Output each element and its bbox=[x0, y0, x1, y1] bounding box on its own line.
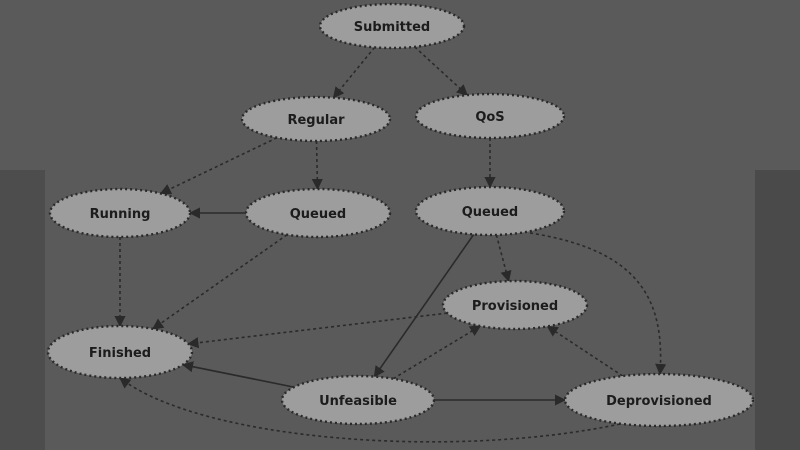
node-label: Queued bbox=[462, 205, 519, 220]
node-label: Regular bbox=[287, 113, 345, 128]
edge-regular-to-queued-left bbox=[311, 140, 323, 191]
edge-deprovisioned-to-provisioned bbox=[546, 325, 624, 377]
right-background bbox=[755, 170, 800, 450]
node-unfeasible: Unfeasible bbox=[280, 374, 436, 426]
node-provisioned: Provisioned bbox=[441, 279, 589, 331]
node-ellipse bbox=[240, 95, 392, 143]
node-label: Provisioned bbox=[472, 299, 558, 314]
node-ellipse bbox=[414, 185, 566, 237]
node-ellipse bbox=[48, 187, 192, 239]
edge-submitted-to-qos bbox=[414, 46, 469, 96]
edge-unfeasible-to-finished bbox=[181, 361, 295, 388]
node-ellipse bbox=[441, 279, 589, 331]
edge-queued-right-to-deprovisioned bbox=[529, 232, 667, 376]
node-ellipse bbox=[244, 187, 392, 239]
node-finished: Finished bbox=[46, 324, 194, 380]
node-label: Finished bbox=[89, 346, 151, 361]
edge-deprovisioned-to-finished bbox=[119, 377, 621, 443]
node-queued-right: Queued bbox=[414, 185, 566, 237]
edge-regular-to-running bbox=[159, 136, 278, 195]
node-ellipse bbox=[563, 372, 755, 428]
node-label: Unfeasible bbox=[319, 394, 397, 409]
node-ellipse bbox=[280, 374, 436, 426]
node-regular: Regular bbox=[240, 95, 392, 143]
node-ellipse bbox=[46, 324, 194, 380]
node-ellipse bbox=[414, 92, 566, 140]
node-label: Submitted bbox=[354, 20, 430, 35]
node-submitted: Submitted bbox=[318, 2, 466, 50]
node-queued-left: Queued bbox=[244, 187, 392, 239]
edge-queued-right-to-provisioned bbox=[495, 234, 512, 283]
edge-unfeasible-to-provisioned bbox=[392, 325, 482, 380]
edges-layer bbox=[114, 46, 667, 443]
edge-queued-right-to-unfeasible bbox=[373, 233, 475, 378]
node-label: QoS bbox=[475, 110, 504, 125]
node-label: Deprovisioned bbox=[606, 394, 712, 409]
node-label: Queued bbox=[290, 207, 347, 222]
node-running: Running bbox=[48, 187, 192, 239]
node-ellipse bbox=[318, 2, 466, 50]
node-deprovisioned: Deprovisioned bbox=[563, 372, 755, 428]
node-label: Running bbox=[90, 207, 151, 222]
edge-submitted-to-regular bbox=[332, 46, 376, 99]
node-qos: QoS bbox=[414, 92, 566, 140]
edge-queued-left-to-finished bbox=[151, 234, 288, 330]
edge-provisioned-to-finished bbox=[187, 312, 448, 349]
